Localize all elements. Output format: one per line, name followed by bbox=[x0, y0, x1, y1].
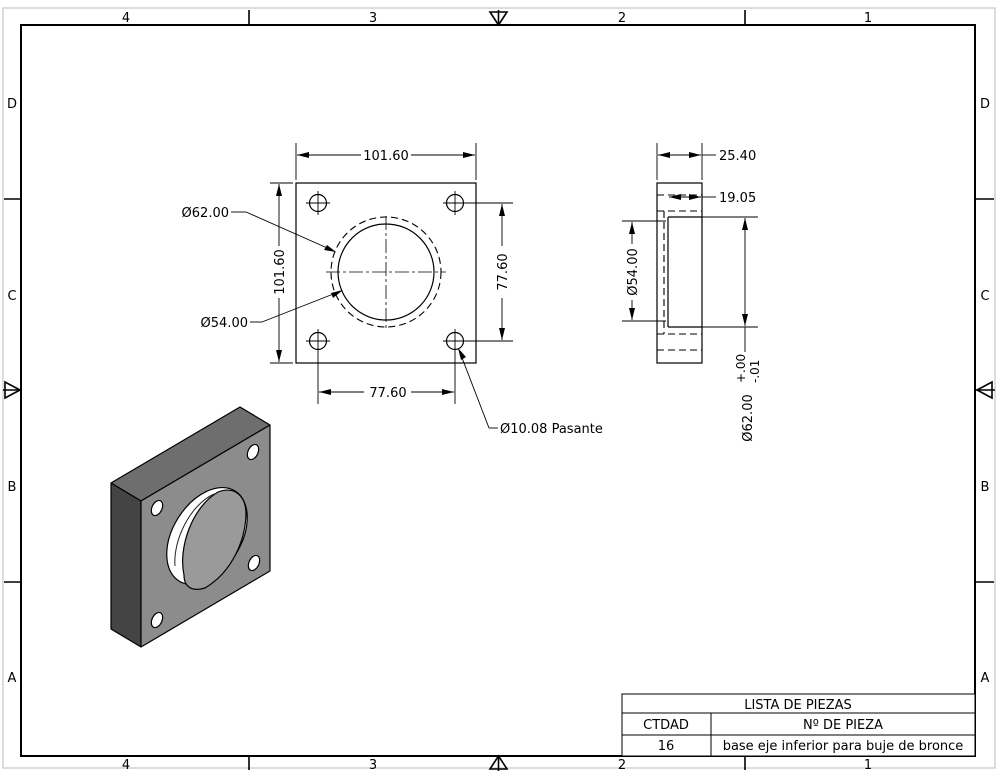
zone-right-b: B bbox=[981, 480, 990, 495]
tol-upper-label: +.00 bbox=[734, 354, 748, 383]
side-outline bbox=[656, 182, 703, 364]
parts-list-title: LISTA DE PIEZAS bbox=[744, 698, 852, 713]
zone-right-a: A bbox=[981, 671, 990, 686]
dim-width-top-label: 101.60 bbox=[363, 149, 409, 164]
zone-top-4: 4 bbox=[122, 11, 130, 26]
iso-hole-1 bbox=[150, 499, 164, 517]
iso-left-face bbox=[110, 482, 142, 648]
row-part-description: base eje inferior para buje de bronce bbox=[723, 739, 964, 754]
header-qty: CTDAD bbox=[643, 718, 689, 733]
dim-hole-spacing-right: 77.60 bbox=[467, 202, 513, 342]
dim-width-top: 101.60 bbox=[295, 143, 477, 180]
leader-hole-note: Ø10.08 Pasante bbox=[458, 348, 603, 437]
leader-counterbore: Ø62.00 bbox=[182, 206, 336, 252]
dim-hole-spacing-bottom: 77.60 bbox=[317, 353, 456, 404]
iso-bore-step bbox=[174, 493, 215, 567]
zone-right-c: C bbox=[980, 289, 989, 304]
inner-frame bbox=[20, 24, 976, 757]
outer-frame bbox=[2, 7, 996, 769]
zone-bottom-2: 2 bbox=[618, 758, 626, 772]
side-view: 25.40 19.05 Ø54.00 Ø62 bbox=[622, 143, 762, 442]
dim-height-left: 101.60 bbox=[270, 182, 293, 364]
zone-right-d: D bbox=[980, 97, 990, 112]
iso-hole-2 bbox=[246, 443, 260, 461]
isometric-view bbox=[110, 406, 271, 648]
zone-left-c: C bbox=[7, 289, 16, 304]
front-view: 101.60 101.60 77.60 bbox=[182, 143, 603, 437]
zone-left-d: D bbox=[7, 97, 17, 112]
dim-bore-label: Ø54.00 bbox=[201, 316, 248, 331]
mounting-holes bbox=[306, 191, 467, 353]
zone-bottom-4: 4 bbox=[122, 758, 130, 772]
dim-hole-spacing-bottom-label: 77.60 bbox=[369, 386, 406, 401]
parts-list-table: LISTA DE PIEZAS CTDAD Nº DE PIEZA 16 bas… bbox=[621, 693, 976, 757]
dim-thickness: 25.40 bbox=[656, 143, 756, 180]
dim-fit-diameter: Ø62.00 +.00 -.01 bbox=[702, 216, 762, 442]
header-part-number: Nº DE PIEZA bbox=[803, 718, 883, 733]
zone-top-2: 2 bbox=[618, 11, 626, 26]
dim-side-bore-label: Ø54.00 bbox=[626, 248, 641, 295]
leader-bore: Ø54.00 bbox=[201, 290, 343, 331]
zone-left-b: B bbox=[8, 480, 17, 495]
zone-top-1: 1 bbox=[864, 11, 872, 26]
iso-hole-3 bbox=[150, 611, 164, 629]
plate-outline bbox=[295, 182, 477, 364]
zone-bottom-1: 1 bbox=[864, 758, 872, 772]
dim-height-left-label: 101.60 bbox=[273, 249, 288, 295]
zone-dividers bbox=[4, 10, 994, 770]
dim-hole-note-label: Ø10.08 Pasante bbox=[500, 422, 603, 437]
dim-fit-diameter-label: Ø62.00 bbox=[741, 394, 756, 441]
zone-left-a: A bbox=[8, 671, 17, 686]
dim-counterbore-label: Ø62.00 bbox=[182, 206, 229, 221]
tol-lower-label: -.01 bbox=[748, 360, 762, 383]
iso-bore-inner bbox=[182, 489, 247, 590]
iso-hole-4 bbox=[247, 554, 261, 572]
row-qty: 16 bbox=[658, 739, 675, 754]
zone-bottom-3: 3 bbox=[369, 758, 377, 772]
centering-marks bbox=[3, 10, 995, 771]
dim-hole-spacing-right-label: 77.60 bbox=[496, 253, 511, 290]
dim-thickness-label: 25.40 bbox=[719, 149, 756, 164]
dim-depth: 19.05 bbox=[669, 191, 756, 206]
dim-side-bore: Ø54.00 bbox=[622, 220, 666, 322]
zone-top-3: 3 bbox=[369, 11, 377, 26]
dim-depth-label: 19.05 bbox=[719, 191, 756, 206]
